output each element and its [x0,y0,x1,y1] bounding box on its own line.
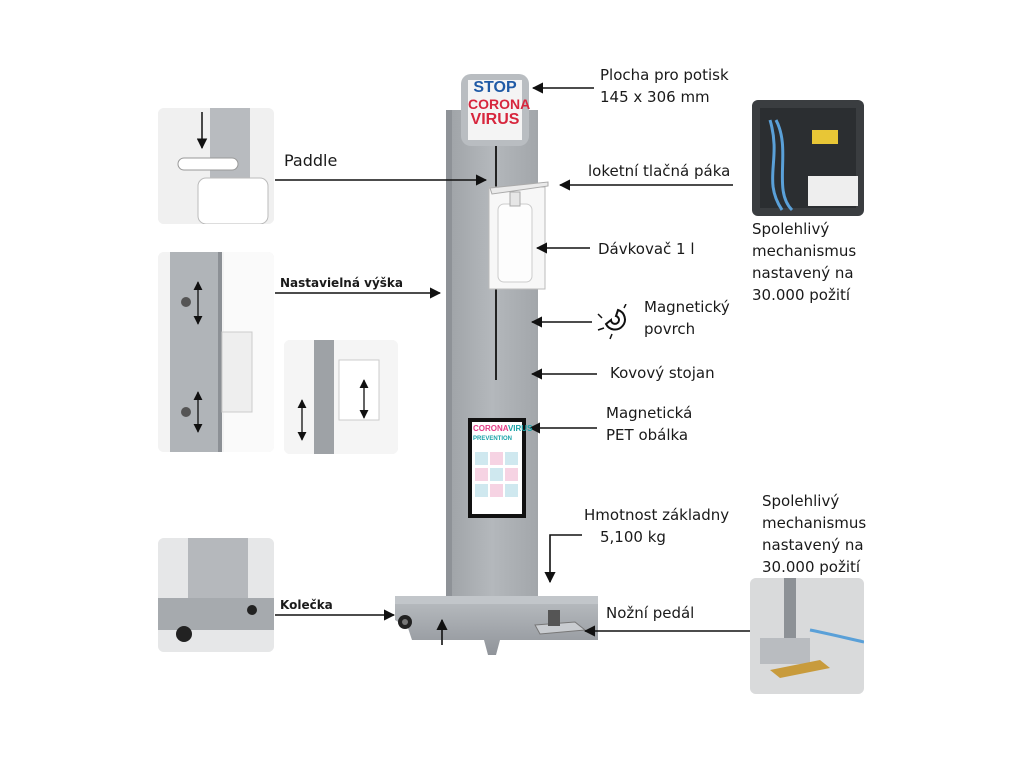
label-reliable-top-line4: 30.000 požití [752,286,851,304]
inset-height-photo [158,252,274,452]
label-base-weight: Hmotnost základny 5,100 kg [584,504,729,548]
poster-prevention: PREVENTION [473,436,513,442]
poster-frame [468,418,526,518]
inset-mechanism-top-photo [752,100,864,216]
label-base-weight-line2: 5,100 kg [600,528,666,546]
poster-virus: VIRUS [507,424,533,433]
label-magnetic-surface: Magnetický povrch [644,296,730,340]
base-top [395,596,598,604]
label-magnetic-pet-line1: Magnetická [606,404,693,422]
label-dispenser: Dávkovač 1 l [598,240,695,258]
inset-mechanism-pedal-photo [750,578,864,694]
inset-paddle-photo [158,108,274,224]
label-adjustable-height: Nastavielná výška [280,276,403,290]
inset-wheels-photo [158,538,274,652]
stand-edge [446,110,452,610]
sign-stop: STOP [473,79,517,96]
dispenser-bottle [497,203,533,283]
label-reliable-bottom-line1: Spolehlivý [762,492,840,510]
label-magnetic-surface-line1: Magnetický [644,298,730,316]
sign-virus: VIRUS [470,111,520,128]
sign-corona: CORONA [468,96,531,112]
stand-base [395,600,598,655]
label-metal-stand: Kovový stojan [610,364,715,382]
pedal-mechanism [548,610,560,626]
label-foot-pedal: Nožní pedál [606,604,695,622]
sign-text: STOP CORONA VIRUS [468,79,531,128]
label-base-weight-line1: Hmotnost základny [584,506,730,524]
label-reliable-bottom: Spolehlivý mechanismus nastavený na 30.0… [762,490,866,578]
poster-text: CORONAVIRUS PREVENTION [473,424,532,444]
label-reliable-top-line2: mechanismus [752,242,857,260]
label-elbow-lever: loketní tlačná páka [588,162,731,180]
wheel-hub [402,619,408,625]
label-reliable-top-line3: nastavený na [752,264,854,282]
sign-print-area [468,80,522,140]
label-paddle: Paddle [284,151,338,170]
label-magnetic-surface-line2: povrch [644,320,696,338]
magnet-icon [596,304,634,340]
label-reliable-bottom-line2: mechanismus [762,514,867,532]
label-print-area-line1: Plocha pro potisk [600,66,729,84]
arrow-base-weight [544,534,582,584]
dispenser-lever [489,181,549,195]
label-print-area-line2: 145 x 306 mm [600,88,710,106]
dispenser-pump [509,191,521,207]
label-reliable-top: Spolehlivý mechanismus nastavený na 30.0… [752,218,856,306]
label-reliable-top-line1: Spolehlivý [752,220,830,238]
label-magnetic-pet: Magnetická PET obálka [606,402,692,446]
label-reliable-bottom-line4: 30.000 požití [762,558,861,576]
inset-height-detail-photo [284,340,398,454]
poster-corona: CORONA [473,424,508,433]
dispenser [488,181,549,290]
poster-icon-grid [475,452,518,497]
label-wheels: Kolečka [280,598,333,612]
label-print-area: Plocha pro potisk 145 x 306 mm [600,64,729,108]
arrows [275,82,750,645]
label-magnetic-pet-line2: PET obálka [606,426,689,444]
stand [395,74,598,655]
label-reliable-bottom-line3: nastavený na [762,536,864,554]
